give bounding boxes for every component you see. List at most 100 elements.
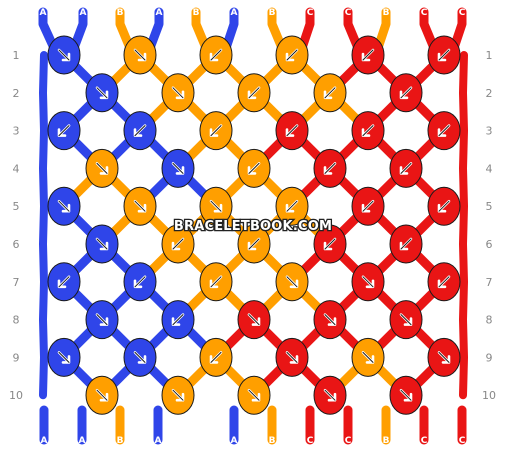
knot — [275, 262, 309, 302]
arrow-stroke — [438, 125, 450, 137]
arrow-stroke — [172, 238, 184, 250]
knot — [123, 262, 157, 302]
knot — [161, 300, 195, 340]
knot-layer — [47, 35, 461, 415]
arrow-stroke — [172, 162, 184, 174]
arrow-stroke — [134, 276, 146, 288]
knot — [85, 148, 119, 188]
bottom-strand-label: B — [383, 436, 390, 446]
top-strand-label: B — [269, 8, 276, 18]
row-number-right: 7 — [486, 276, 493, 289]
arrow-stroke — [134, 351, 146, 363]
arrow-stroke — [96, 87, 108, 99]
arrow-stroke — [400, 87, 412, 99]
arrow-stroke — [286, 49, 298, 61]
knot — [275, 337, 309, 377]
bottom-strand-label: A — [231, 436, 238, 446]
bottom-strand-label: C — [459, 436, 466, 446]
knot — [313, 148, 347, 188]
row-number-right: 4 — [486, 162, 493, 175]
knot — [237, 300, 271, 340]
arrow-stroke — [324, 238, 336, 250]
knot — [85, 300, 119, 340]
arrow-stroke — [438, 351, 450, 363]
top-strand-end — [373, 7, 391, 53]
knot — [313, 224, 347, 264]
knot — [85, 73, 119, 113]
arrow-stroke — [172, 389, 184, 401]
row-number-right: 9 — [486, 351, 493, 364]
arrow-stroke — [400, 389, 412, 401]
arrow-stroke — [134, 125, 146, 137]
knot — [313, 300, 347, 340]
arrow-stroke — [324, 87, 336, 99]
arrow-stroke — [96, 238, 108, 250]
arrow-stroke — [210, 276, 222, 288]
knot — [351, 186, 385, 226]
knot — [47, 337, 81, 377]
knot — [351, 262, 385, 302]
arrow-stroke — [400, 314, 412, 326]
top-strand-end — [69, 7, 88, 53]
arrow-stroke — [248, 87, 260, 99]
row-number-left: 2 — [13, 87, 20, 100]
bottom-strand-label: A — [155, 436, 162, 446]
knot — [237, 73, 271, 113]
top-strand-end — [297, 7, 315, 53]
row-number-right: 3 — [486, 125, 493, 138]
top-strand-end — [38, 7, 59, 53]
knot — [123, 337, 157, 377]
arrow-stroke — [400, 162, 412, 174]
arrow-stroke — [286, 276, 298, 288]
knot — [389, 224, 423, 264]
knot — [199, 262, 233, 302]
knot — [123, 186, 157, 226]
row-number-left: 8 — [13, 314, 20, 327]
row-number-right: 2 — [486, 87, 493, 100]
arrow-stroke — [58, 125, 70, 137]
top-strand-label: C — [421, 8, 428, 18]
knot — [161, 73, 195, 113]
row-number-right: 5 — [486, 200, 493, 213]
arrow-stroke — [286, 200, 298, 212]
knot — [47, 186, 81, 226]
top-strand-label: C — [345, 8, 352, 18]
knot — [237, 375, 271, 415]
right-edge-strand — [459, 51, 468, 400]
knot — [47, 262, 81, 302]
knot — [389, 73, 423, 113]
arrow-stroke — [248, 162, 260, 174]
top-strand-label: C — [459, 8, 466, 18]
arrow-stroke — [362, 351, 374, 363]
row-number-right: 10 — [482, 389, 496, 402]
top-strand-end — [191, 7, 211, 53]
knot — [427, 111, 461, 151]
arrow-stroke — [172, 87, 184, 99]
row-number-left: 5 — [13, 200, 20, 213]
arrow-stroke — [324, 162, 336, 174]
arrow-stroke — [134, 49, 146, 61]
top-strand-end — [449, 7, 467, 53]
arrow-stroke — [362, 125, 374, 137]
top-strand-label: C — [307, 8, 314, 18]
knot — [199, 111, 233, 151]
bottom-strand-label: C — [421, 436, 428, 446]
arrow-stroke — [96, 314, 108, 326]
row-number-right: 6 — [486, 238, 493, 251]
knot — [199, 337, 233, 377]
top-strand-end — [115, 7, 135, 53]
top-strand-end — [343, 7, 363, 53]
knot — [427, 35, 461, 75]
row-number-left: 7 — [13, 276, 20, 289]
knot — [427, 262, 461, 302]
arrow-stroke — [96, 389, 108, 401]
top-strand-end — [221, 7, 239, 53]
arrow-stroke — [210, 125, 222, 137]
top-strand-label: B — [117, 8, 124, 18]
knot — [85, 375, 119, 415]
arrow-stroke — [248, 314, 260, 326]
top-strand-end — [145, 7, 164, 53]
knot — [389, 375, 423, 415]
